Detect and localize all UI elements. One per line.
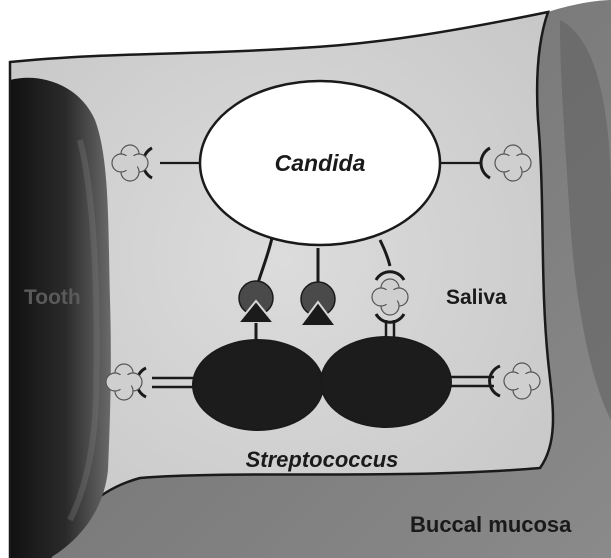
saliva-label: Saliva [446, 286, 507, 309]
tooth-label: Tooth [24, 286, 81, 309]
streptococcus-label: Streptococcus [246, 447, 399, 472]
buccal-mucosa-label: Buccal mucosa [410, 512, 572, 537]
streptococcus-cell-left [193, 340, 323, 430]
candida-label: Candida [275, 150, 366, 176]
streptococcus-cell-right [321, 337, 451, 427]
